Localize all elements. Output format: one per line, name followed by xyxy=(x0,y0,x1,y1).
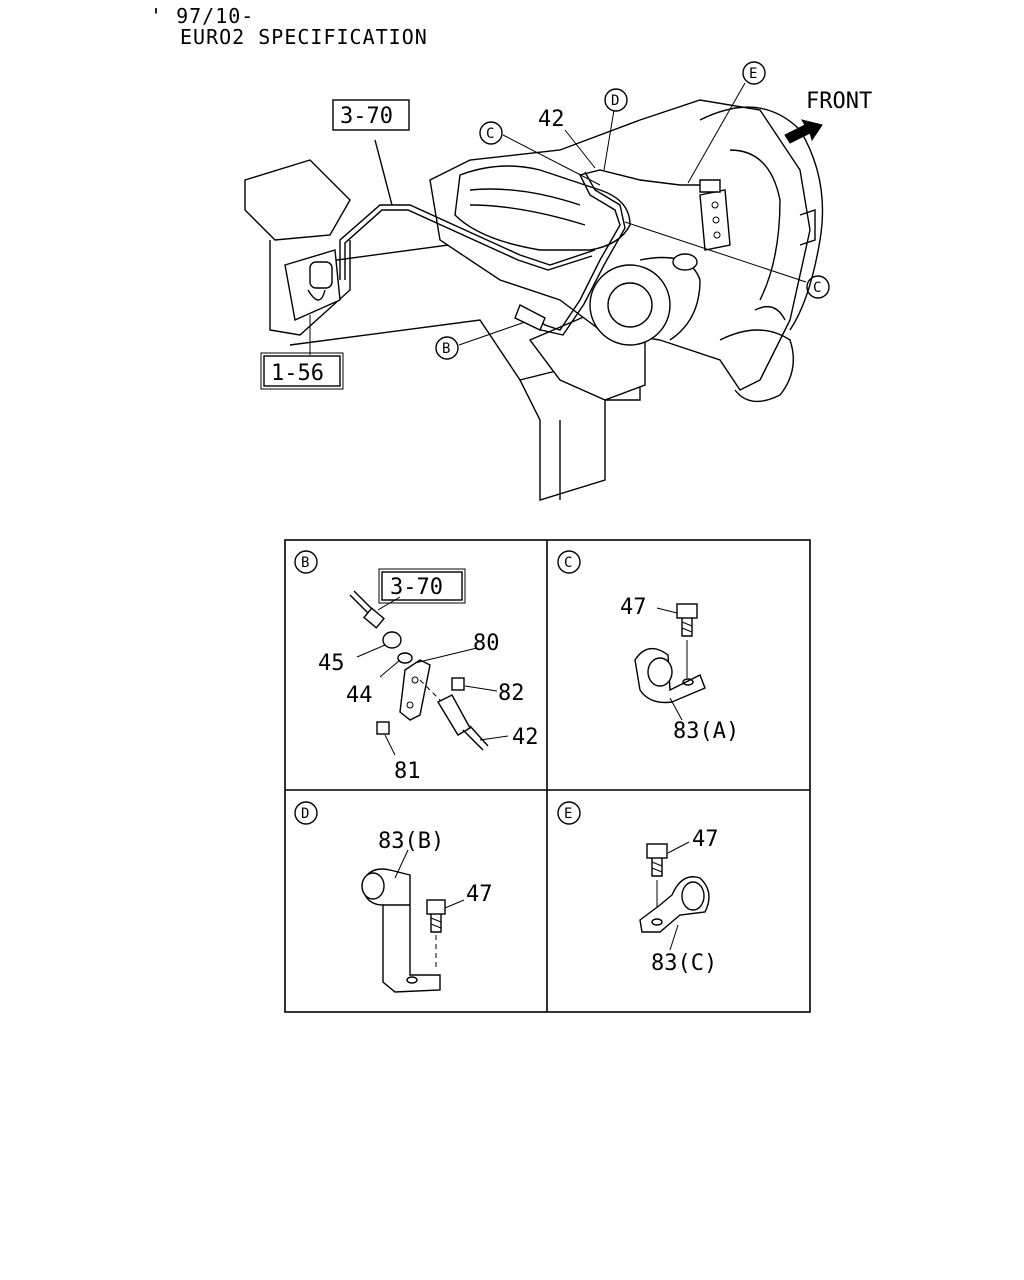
panel-c-label: C xyxy=(564,555,572,571)
circle-label-c-upper: C xyxy=(479,121,503,145)
panel-b-label: B xyxy=(301,555,309,571)
part-42: 42 xyxy=(512,725,539,750)
svg-text:E: E xyxy=(749,66,757,82)
detail-panel-d: D 83(B) 47 xyxy=(294,801,493,993)
part-83b: 83(B) xyxy=(378,829,444,854)
circle-label-e: E xyxy=(742,61,766,85)
part-83c: 83(C) xyxy=(651,951,717,976)
part-47-d: 47 xyxy=(466,882,493,907)
svg-text:3-70: 3-70 xyxy=(340,104,393,129)
detail-panels-grid xyxy=(284,539,811,1013)
svg-text:D: D xyxy=(611,93,619,109)
part-80: 80 xyxy=(473,631,500,656)
circle-label-d: D xyxy=(604,88,628,112)
engine-main-view xyxy=(244,82,824,501)
circle-label-c-lower: C xyxy=(806,275,830,299)
revision-label: ' 97/10- xyxy=(150,4,255,28)
part-81: 81 xyxy=(394,759,421,784)
detail-panel-c: C 47 83(A) xyxy=(557,550,739,744)
part-83a: 83(A) xyxy=(673,719,739,744)
detail-panel-e: E 47 83(C) xyxy=(557,801,719,976)
part-47-e: 47 xyxy=(692,827,719,852)
svg-text:C: C xyxy=(486,126,494,142)
panel-e-label: E xyxy=(564,806,572,822)
circle-label-b: B xyxy=(435,336,459,360)
panel-b-ref-box: 3-70 xyxy=(390,575,443,600)
part-44: 44 xyxy=(346,683,373,708)
part-82: 82 xyxy=(498,681,525,706)
ref-box-1-56-main: 1-56 xyxy=(260,352,344,390)
svg-text:B: B xyxy=(442,341,450,357)
specification-label: EURO2 SPECIFICATION xyxy=(180,25,428,49)
svg-text:C: C xyxy=(813,280,821,296)
ref-box-3-70-main: 3-70 xyxy=(332,99,410,131)
front-label: FRONT xyxy=(806,89,872,114)
detail-panel-b: B 3-70 80 45 44 82 42 81 xyxy=(294,550,539,784)
part-47-c: 47 xyxy=(620,595,647,620)
part-45: 45 xyxy=(318,651,345,676)
callout-42-main: 42 xyxy=(538,107,565,132)
svg-text:1-56: 1-56 xyxy=(271,361,324,386)
panel-d-label: D xyxy=(301,806,309,822)
